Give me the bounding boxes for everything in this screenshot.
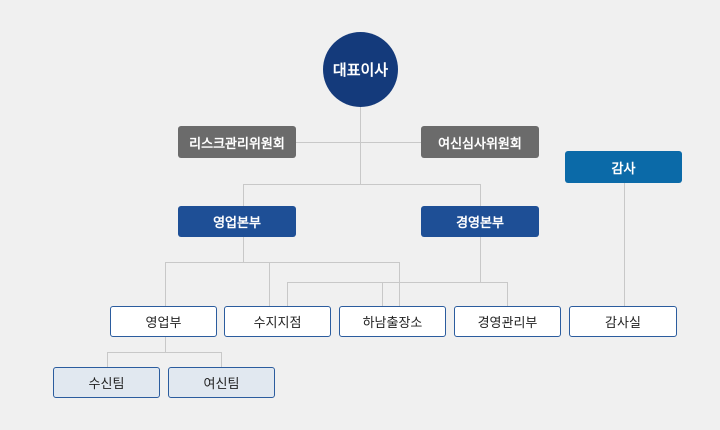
ceo-node: 대표이사	[323, 32, 398, 107]
hanam-office-node: 하남출장소	[339, 306, 446, 337]
sales-hq-node: 영업본부	[178, 206, 296, 237]
sales-dept-node: 영업부	[110, 306, 217, 337]
risk-committee-node: 리스크관리위원회	[178, 126, 296, 158]
management-dept-node: 경영관리부	[454, 306, 561, 337]
credit-committee-node: 여신심사위원회	[421, 126, 539, 158]
audit-office-node: 감사실	[569, 306, 677, 337]
deposit-team-node: 수신팀	[53, 367, 160, 398]
audit-node: 감사	[565, 151, 682, 183]
loan-team-node: 여신팀	[168, 367, 275, 398]
management-hq-node: 경영본부	[421, 206, 539, 237]
suji-branch-node: 수지지점	[224, 306, 331, 337]
